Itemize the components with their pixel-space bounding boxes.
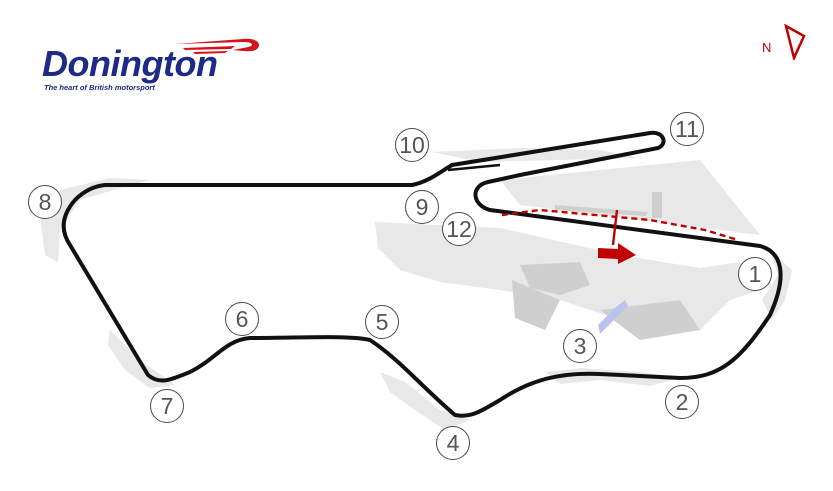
paddock-building bbox=[512, 280, 560, 330]
pit-lane bbox=[501, 208, 739, 242]
paddock-building bbox=[600, 300, 700, 340]
north-arrow-icon bbox=[784, 24, 806, 60]
logo-swoosh-icon bbox=[175, 38, 259, 54]
turn-marker-11: 11 bbox=[670, 112, 704, 146]
turn-marker-7: 7 bbox=[150, 389, 184, 423]
turn-marker-12: 12 bbox=[442, 212, 476, 246]
turn-marker-9: 9 bbox=[405, 190, 439, 224]
pit-building bbox=[652, 192, 662, 218]
turn-marker-5: 5 bbox=[365, 305, 399, 339]
runoff-turn-1 bbox=[762, 250, 792, 320]
donington-logo: Donington The heart of British motorspor… bbox=[38, 36, 268, 98]
runoff-turn-7 bbox=[108, 330, 175, 388]
turn-marker-6: 6 bbox=[225, 302, 259, 336]
turn-marker-4: 4 bbox=[436, 426, 470, 460]
pit-direction-arrow-icon bbox=[598, 243, 636, 264]
turn-marker-2: 2 bbox=[665, 385, 699, 419]
runoff-turn-4 bbox=[380, 372, 470, 430]
runoff-turn-8 bbox=[40, 178, 150, 262]
logo-wordmark: Donington bbox=[42, 43, 218, 84]
inner-link-road bbox=[447, 163, 501, 172]
lake bbox=[598, 300, 628, 334]
logo-tagline: The heart of British motorsport bbox=[44, 83, 155, 92]
north-label: N bbox=[762, 40, 772, 55]
paddock-area bbox=[500, 160, 760, 235]
track-line bbox=[61, 130, 783, 418]
turn-marker-10: 10 bbox=[395, 128, 429, 162]
pit-entry-line bbox=[611, 209, 619, 246]
north-indicator: N bbox=[762, 24, 812, 64]
turn-marker-3: 3 bbox=[563, 329, 597, 363]
pit-building bbox=[555, 205, 648, 216]
turn-marker-8: 8 bbox=[28, 185, 62, 219]
paddock-building bbox=[520, 262, 590, 295]
turn-marker-1: 1 bbox=[738, 257, 772, 291]
